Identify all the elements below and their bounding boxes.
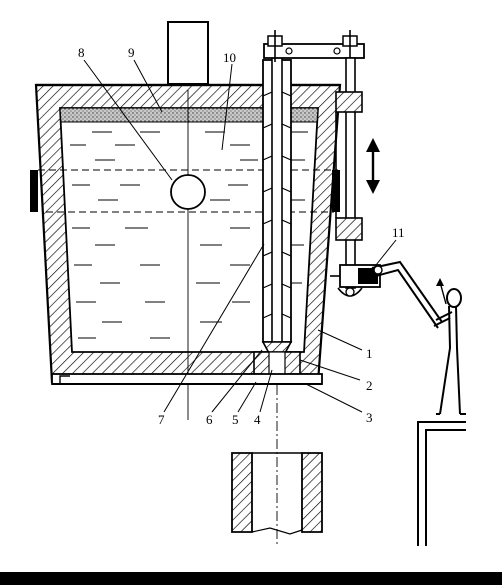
label-2: 2 (366, 378, 373, 393)
ladle-bottom-plate (51, 373, 323, 385)
receiving-mould (231, 452, 323, 535)
label-11: 11 (392, 225, 405, 240)
operator-platform (417, 421, 466, 546)
label-7: 7 (158, 412, 165, 427)
label-6: 6 (206, 412, 213, 427)
operator-figure (433, 278, 466, 415)
bottom-border (0, 572, 502, 585)
ladle-shell (30, 83, 342, 384)
leader-lines (83, 59, 397, 413)
slag-layer (59, 107, 319, 123)
up-down-arrow-icon (366, 138, 380, 194)
label-5: 5 (232, 412, 239, 427)
label-10: 10 (223, 50, 236, 65)
label-4: 4 (254, 412, 261, 427)
stopper-rod (261, 51, 293, 370)
part-labels: 8 9 10 11 1 2 3 4 5 6 7 (78, 45, 405, 427)
trunnion-hole (170, 174, 206, 210)
label-1: 1 (366, 346, 373, 361)
label-8: 8 (78, 45, 85, 60)
crane-column (167, 21, 209, 85)
lifting-mechanism (263, 30, 381, 297)
label-9: 9 (128, 45, 135, 60)
label-3: 3 (366, 410, 373, 425)
lever-handle (371, 260, 443, 329)
left-trunnion-lug (30, 170, 38, 212)
